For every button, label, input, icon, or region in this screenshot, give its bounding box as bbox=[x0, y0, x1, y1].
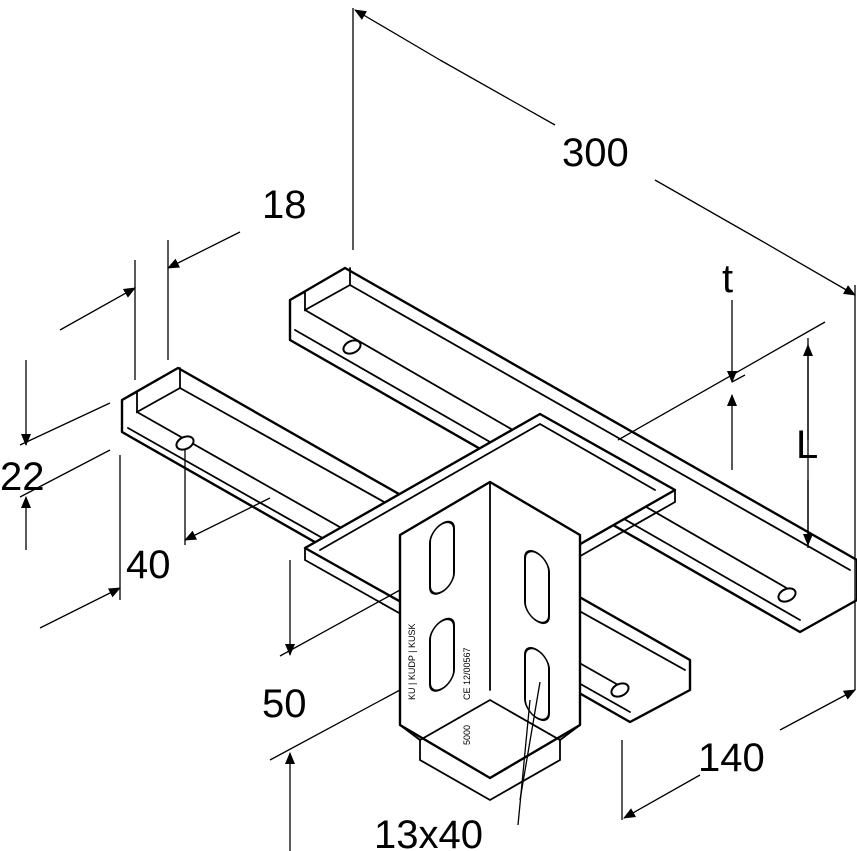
label-18: 18 bbox=[262, 183, 307, 227]
post-slot-upper-left bbox=[429, 520, 455, 595]
dimension-300: 300 bbox=[352, 8, 856, 690]
label-L: L bbox=[796, 423, 818, 467]
label-22: 22 bbox=[0, 455, 45, 499]
dimension-t: t bbox=[617, 257, 826, 470]
vertical-post: KU | KUDP | KUSK CE 12/00567 5000 bbox=[398, 480, 582, 802]
label-13x40: 13x40 bbox=[374, 813, 483, 851]
post-slot-lower-right bbox=[524, 647, 550, 722]
rear-rail-hole-back bbox=[777, 587, 797, 603]
front-rail-hole-front bbox=[175, 435, 195, 451]
stamp-line-2: CE 12/00567 bbox=[462, 647, 472, 700]
dimension-L: L bbox=[796, 338, 818, 548]
stamp-line-3: 5000 bbox=[462, 725, 472, 745]
front-rail-hole-back bbox=[610, 682, 630, 698]
label-300: 300 bbox=[562, 131, 629, 175]
rear-rail-hole-front bbox=[342, 339, 362, 355]
label-40: 40 bbox=[126, 543, 171, 587]
post-slot-lower-left bbox=[429, 617, 455, 692]
post-slot-upper-right bbox=[524, 550, 550, 625]
dimension-140: 140 bbox=[621, 689, 856, 820]
label-t: t bbox=[722, 257, 733, 301]
dimension-40: 40 bbox=[39, 450, 271, 629]
label-140: 140 bbox=[698, 736, 765, 780]
dimension-13x40: 13x40 bbox=[374, 681, 541, 851]
label-50: 50 bbox=[262, 682, 307, 726]
dimension-18: 18 bbox=[59, 183, 307, 380]
stamp-line-1: KU | KUDP | KUSK bbox=[407, 623, 417, 700]
dimension-22: 22 bbox=[0, 360, 111, 550]
dimension-50: 50 bbox=[262, 560, 401, 851]
